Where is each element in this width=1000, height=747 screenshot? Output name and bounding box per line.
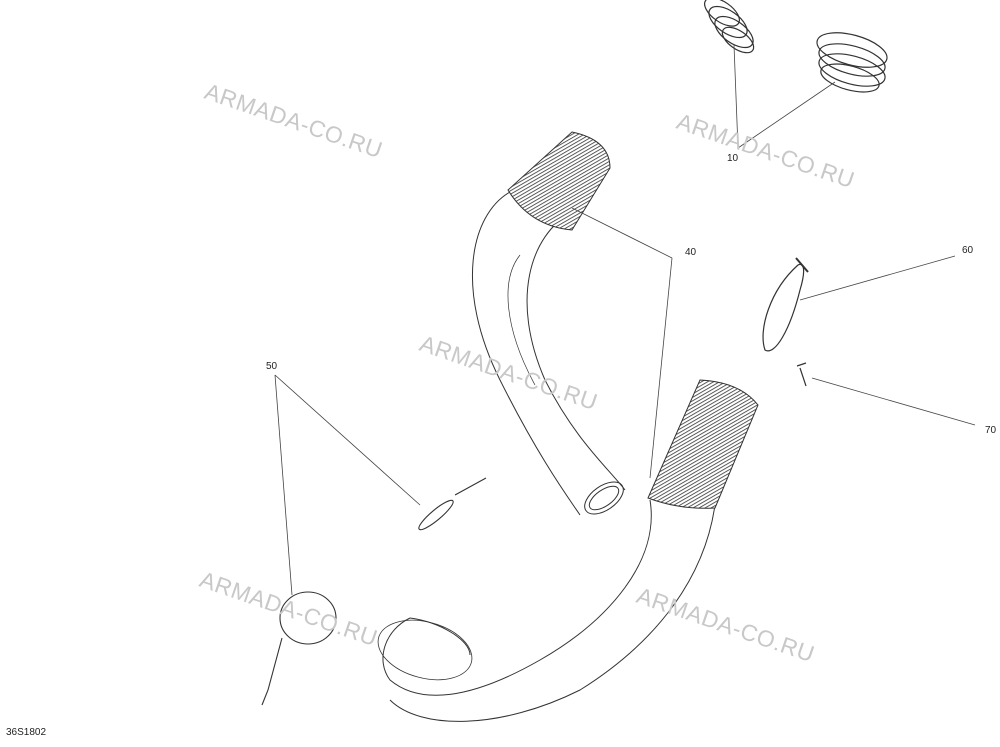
cable-tie [762, 257, 809, 352]
callout-70: 70 [985, 425, 997, 436]
callout-10: 10 [727, 153, 739, 164]
rivet-pin [796, 362, 807, 387]
bellows-boot-small [704, 0, 755, 54]
hose-clamp-large [261, 591, 337, 706]
drawing-id: 36S1802 [6, 727, 47, 738]
leader-lines [274, 44, 976, 596]
callout-60: 60 [962, 245, 974, 256]
lower-hose-ribbed-end [647, 379, 759, 509]
upper-hose-ribbed-end [507, 131, 611, 231]
hose-clamp-small [418, 477, 487, 531]
callout-50: 50 [266, 361, 278, 372]
callout-40: 40 [685, 247, 697, 258]
bellows-boot-large [816, 32, 888, 93]
lower-hose [377, 499, 716, 722]
upper-hose [472, 191, 626, 516]
